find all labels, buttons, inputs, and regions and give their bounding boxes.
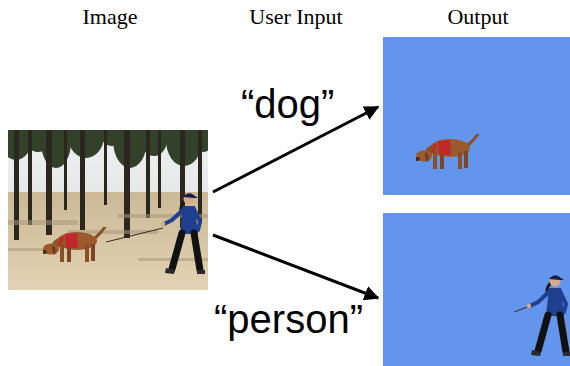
leash xyxy=(106,228,163,242)
tree-trunk xyxy=(146,130,150,218)
user-prompt: “dog” xyxy=(241,82,334,126)
tree-trunk xyxy=(104,130,107,205)
tree-foliage xyxy=(140,130,168,156)
photo xyxy=(8,130,208,290)
tree-foliage xyxy=(68,130,104,158)
tree-foliage xyxy=(8,130,208,168)
tree-trunk xyxy=(124,130,130,238)
tree-trunk xyxy=(80,130,85,230)
user-prompt: “person” xyxy=(214,297,363,341)
dog-figure xyxy=(42,227,105,262)
tree-shadow xyxy=(8,248,48,251)
output-panel xyxy=(383,37,570,195)
column-header: Output xyxy=(447,5,508,29)
tree-shadow xyxy=(8,220,78,225)
column-header: User Input xyxy=(249,5,342,29)
tree-trunk xyxy=(64,130,67,210)
tree-trunk xyxy=(46,130,52,235)
tree-trunk xyxy=(158,130,161,208)
column-header: Image xyxy=(83,5,138,29)
person-figure xyxy=(161,193,205,274)
dog-mask xyxy=(415,134,478,169)
output-panel xyxy=(383,213,570,366)
arrow xyxy=(213,235,378,298)
person-mask xyxy=(527,275,570,356)
tree-trunk xyxy=(198,130,202,222)
photo-ground xyxy=(8,192,208,290)
tree-trunk xyxy=(28,130,32,225)
